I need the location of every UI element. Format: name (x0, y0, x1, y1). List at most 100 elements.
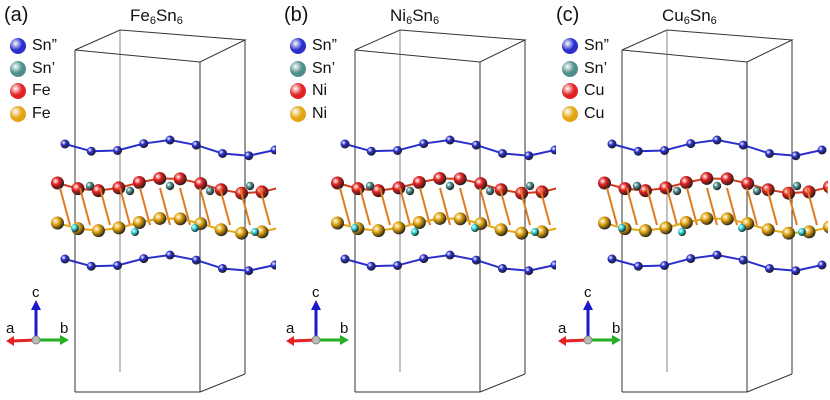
sn-double-prime-bottom-atom (633, 261, 643, 271)
red-gold-bond (139, 187, 151, 226)
gold-atom-layer-atom (700, 211, 714, 225)
red-atom-layer-atom (741, 177, 755, 191)
sn-prime-atom-icon (562, 60, 578, 77)
gold-atom-layer-atom (720, 212, 734, 226)
cyan-atom (798, 228, 806, 236)
gold-atom-layer-atom (823, 220, 828, 234)
gold-atom-layer-atom (679, 215, 693, 229)
legend-label: Sn’ (32, 59, 56, 77)
legend-label: Fe (32, 82, 51, 99)
gold-atom-layer-atom (371, 224, 385, 238)
gold-atom-layer-atom (535, 225, 549, 239)
red-atom-layer-atom (720, 172, 734, 186)
red-gold-bond (219, 187, 231, 226)
title-element-2: Sn (412, 6, 433, 25)
sn-double-prime-top-bond (475, 144, 503, 155)
red-atom-layer-atom (453, 172, 467, 186)
panel-label: (b) (284, 4, 309, 26)
legend-label: Sn” (312, 37, 337, 54)
title-element-1: Cu (662, 6, 684, 25)
red-atom-icon (562, 83, 578, 99)
panel-label: (c) (556, 4, 580, 26)
crystal-structure-a (6, 29, 276, 393)
cyan-atom (71, 224, 79, 232)
gold-atom-layer-atom (433, 211, 447, 225)
gold-atom-icon (290, 105, 306, 122)
legend-item: Fe (10, 80, 57, 103)
sn-double-prime-bottom-atom (393, 260, 402, 270)
cyan-atom (678, 228, 686, 236)
title-sub-1: 6 (149, 15, 156, 27)
red-atom-layer-atom (659, 181, 673, 195)
legend: Sn” Sn’ Ni Ni (290, 35, 337, 125)
gold-atom-layer-atom (91, 224, 105, 238)
sn-double-prime-bottom-atom (660, 260, 669, 270)
red-gold-bond (399, 187, 411, 226)
sn-double-prime-top-atom (218, 148, 227, 158)
sn-double-prime-top-atom (191, 140, 201, 150)
legend-label: Ni (312, 82, 328, 99)
sn-double-prime-bottom-bond (195, 259, 223, 270)
sn-double-prime-top-atom (712, 135, 722, 145)
sn-double-prime-bottom-atom (738, 255, 748, 265)
title-element-1: Ni (390, 6, 407, 25)
sn-double-prime-bottom-bond (117, 257, 145, 267)
sn-prime-atom (245, 181, 255, 191)
gold-atom-layer-atom (173, 212, 187, 226)
legend-label: Ni (312, 104, 328, 122)
legend-label: Sn” (584, 37, 609, 54)
legend-item: Sn’ (290, 58, 337, 81)
axis-a-label: a (558, 320, 567, 337)
sn-double-prime-bottom-bond (664, 257, 692, 267)
sn-double-prime-top-atom (139, 139, 149, 149)
sn-prime-atom (85, 181, 95, 191)
gold-atom-layer-atom (782, 226, 796, 240)
sn-double-prime-bottom-atom (366, 261, 376, 271)
panel-c: (c) Cu6Sn6 Sn” Sn’ Cu Cu c a b (552, 0, 828, 400)
red-gold-bond (379, 187, 391, 226)
sn-double-prime-top-atom (817, 145, 827, 155)
gold-atom-layer-atom (214, 223, 228, 237)
axis-b-label: b (340, 320, 349, 337)
sn-double-prime-bottom-atom (340, 254, 350, 264)
panel-title: Fe6Sn6 (130, 6, 183, 27)
sn-double-prime-top-atom (270, 145, 276, 155)
panel-a: (a) Fe6Sn6 Sn” Sn’ Fe Fe c a b (0, 0, 276, 400)
sn-double-prime-bottom-atom (139, 254, 149, 264)
red-atom-layer-atom (331, 176, 344, 190)
axis-b-arrowhead (612, 335, 621, 345)
red-gold-bond (359, 187, 371, 226)
sn-double-prime-top-atom (765, 148, 774, 158)
red-atom-layer-atom (412, 175, 426, 189)
sn-double-prime-top-atom (60, 139, 70, 149)
red-gold-bond (179, 187, 191, 226)
red-gold-bond (239, 187, 251, 226)
sn-double-prime-atom-icon (562, 38, 578, 54)
sn-double-prime-bottom-bond (397, 257, 425, 267)
cyan-atom (251, 228, 259, 236)
sn-prime-atom (165, 181, 175, 191)
red-gold-bond (459, 187, 471, 226)
gold-atom-layer-atom (255, 225, 269, 239)
sn-double-prime-top-atom (419, 139, 429, 149)
unit-cell-top (74, 29, 247, 63)
red-gold-bond (79, 187, 91, 226)
sn-double-prime-top-atom (550, 145, 556, 155)
red-gold-bond (826, 187, 828, 196)
unit-cell-top (354, 29, 527, 63)
red-gold-bond (746, 187, 758, 226)
red-atom-layer-atom (433, 171, 447, 185)
sn-double-prime-bottom-atom (498, 263, 507, 273)
sn-double-prime-bottom-atom (712, 250, 722, 260)
sn-double-prime-bottom-atom (550, 260, 556, 270)
legend-item: Sn” (10, 35, 57, 58)
sn-double-prime-top-atom (445, 135, 455, 145)
sn-double-prime-bottom-atom (445, 250, 455, 260)
gold-atom-layer-atom (453, 212, 467, 226)
sn-prime-atom-icon (290, 60, 306, 77)
red-atom-layer-atom (71, 182, 85, 196)
red-atom-layer-atom (112, 181, 126, 195)
unit-cell-edge (746, 373, 793, 393)
red-gold-bond (479, 187, 491, 226)
sn-prime-atom (525, 181, 535, 191)
